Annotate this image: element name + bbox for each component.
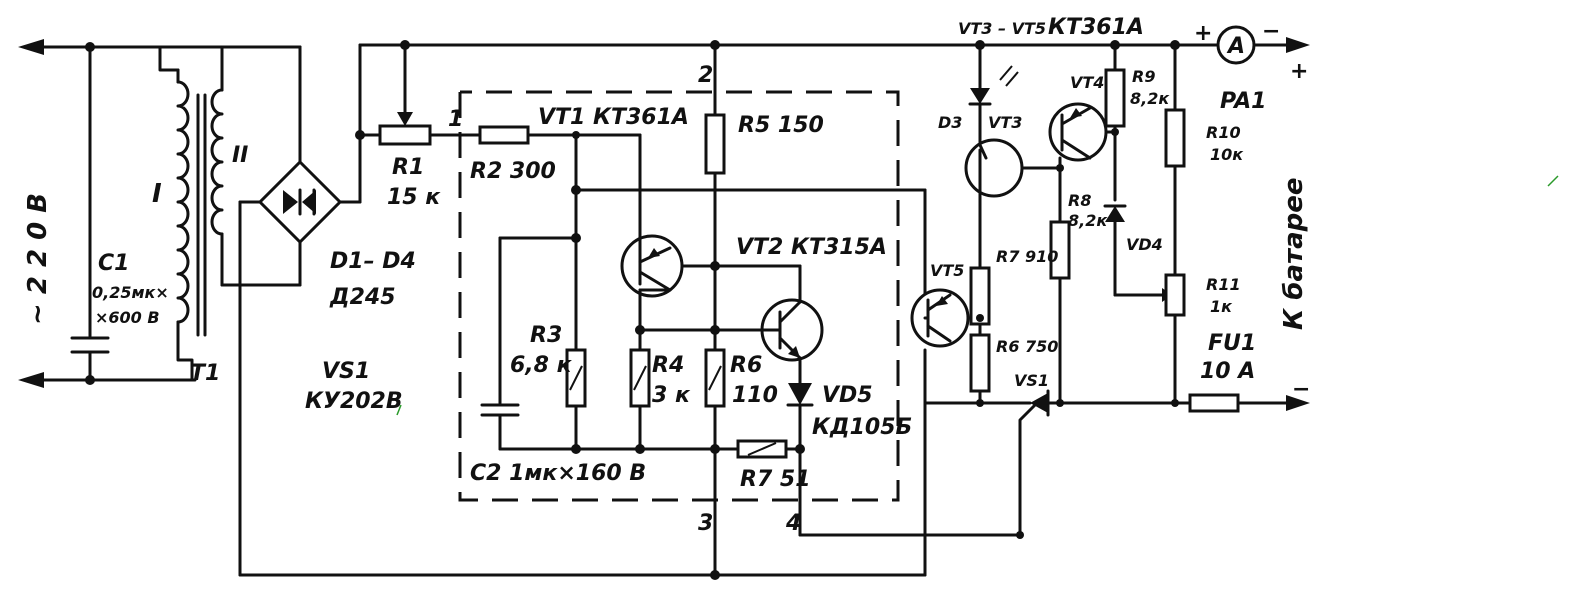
r3-value: 6,8 к: [510, 353, 573, 378]
ammeter-minus: −: [1262, 19, 1280, 44]
r5-label: R5 150: [738, 113, 824, 138]
vt3-vt5-heading: VT3 – VT5: [958, 19, 1046, 38]
winding-1-label: I: [152, 179, 162, 209]
r8-value: 8,2к: [1068, 211, 1108, 230]
r11-name: R11: [1206, 275, 1241, 294]
node-2: 2: [698, 63, 713, 88]
bridge-d1-d4: [238, 45, 362, 577]
ammeter-plus: +: [1194, 21, 1212, 46]
node-3: 3: [698, 511, 713, 536]
r6-name: R6: [730, 353, 762, 378]
r10-value: 10к: [1210, 145, 1244, 164]
capacitor-c2: [480, 233, 722, 451]
resistor-r6: [704, 348, 726, 408]
winding-2-label: II: [232, 143, 248, 168]
vs1-right-label: VS1: [1014, 371, 1049, 390]
output-plus-arrow-icon: [1286, 37, 1310, 53]
r9-value: 8,2к: [1130, 89, 1170, 108]
resistor-r1: [358, 43, 467, 146]
mains-top-arrow-icon: [18, 39, 44, 55]
output-minus-arrow-icon: [1286, 395, 1310, 411]
c1-value-1: 0,25мк×: [92, 283, 169, 302]
r9-name: R9: [1132, 67, 1155, 86]
transistor-vt5: [910, 288, 982, 348]
vs1-label: VS1: [322, 359, 370, 384]
d1d4-label: D1– D4: [330, 249, 416, 274]
resistor-r2: [463, 125, 642, 240]
fuse-fu1: [1188, 393, 1310, 413]
resistor-r9: [1104, 68, 1126, 202]
vt4-label: VT4: [1070, 73, 1104, 92]
r2-label: R2 300: [470, 159, 556, 184]
output-minus: −: [1292, 377, 1310, 402]
r11-value: 1к: [1210, 297, 1233, 316]
transistor-vt1: [620, 234, 717, 332]
c1-name: C1: [98, 251, 129, 276]
pa1-label: PA1: [1220, 89, 1266, 114]
r7-910-label: R7 910: [996, 247, 1058, 266]
transistor-vt3: [964, 138, 1064, 270]
resistor-r5: [704, 43, 726, 577]
r10-name: R10: [1206, 123, 1241, 142]
resistor-r7-51: [713, 439, 805, 459]
resistor-r11: [1164, 273, 1186, 405]
stray-mark: [1547, 175, 1559, 187]
resistor-r4: [629, 328, 651, 454]
ku202v-label: КУ202В: [305, 389, 403, 414]
r1-name: R1: [392, 155, 424, 180]
r6-value: 110: [732, 383, 778, 408]
bottom-return: [238, 348, 1042, 580]
mains-bottom-arrow-icon: [18, 372, 44, 388]
vt2-label: VT2 КТ315А: [736, 235, 887, 260]
output-plus: +: [1290, 59, 1308, 84]
resistor-r8: [1049, 220, 1071, 405]
resistor-r7-910: [969, 266, 991, 337]
vt5-label: VT5: [930, 261, 964, 280]
c1-value-2: ×600 В: [95, 308, 160, 327]
vt1-label: VT1 КТ361А: [538, 105, 689, 130]
vd5-name: VD5: [822, 383, 873, 408]
r7-51-label: R7 51: [740, 467, 811, 492]
t1-label: T1: [190, 361, 220, 386]
resistor-r10: [1164, 43, 1186, 277]
resistor-r3: [565, 188, 587, 454]
ammeter-pa1: [1193, 25, 1310, 65]
stray-mark-2: [396, 404, 402, 416]
vt3-vt5-type: КТ361А: [1048, 15, 1144, 40]
thyristor-vs1: [923, 389, 1192, 417]
top-rail: [355, 40, 1197, 140]
node-4: 4: [785, 511, 801, 536]
r8-name: R8: [1068, 191, 1091, 210]
r3-name: R3: [530, 323, 562, 348]
mains-label: ~ 2 2 0 В: [23, 193, 53, 325]
ammeter-letter: A: [1226, 34, 1245, 59]
vd5-type: КД105Б: [812, 415, 912, 440]
r6-750-label: R6 750: [996, 337, 1058, 356]
zener-vd4: [1103, 204, 1172, 302]
c2-label: C2 1мк×160 В: [470, 461, 646, 486]
vt3-label: VT3: [988, 113, 1022, 132]
r4-name: R4: [652, 353, 684, 378]
transformer-t1: [158, 45, 302, 382]
r4-value: 3 к: [652, 383, 691, 408]
feedback-line: [571, 133, 927, 297]
resistor-r6-750: [969, 333, 991, 405]
r1-value: 15 к: [387, 185, 441, 210]
module-boundary: [458, 90, 900, 502]
mains-input: [18, 39, 302, 388]
battery-label: К батарее: [1279, 178, 1309, 331]
transistor-vt4: [1048, 43, 1117, 252]
diode-vd5: [786, 383, 814, 532]
led-d3: [968, 43, 1019, 147]
fu1-name: FU1: [1208, 331, 1256, 356]
vd4-label: VD4: [1126, 235, 1163, 254]
d3-label: D3: [938, 113, 962, 132]
node-1: 1: [448, 107, 463, 132]
d245-label: Д245: [329, 285, 396, 310]
fu1-value: 10 А: [1200, 359, 1255, 384]
capacitor-c1: [70, 45, 110, 382]
